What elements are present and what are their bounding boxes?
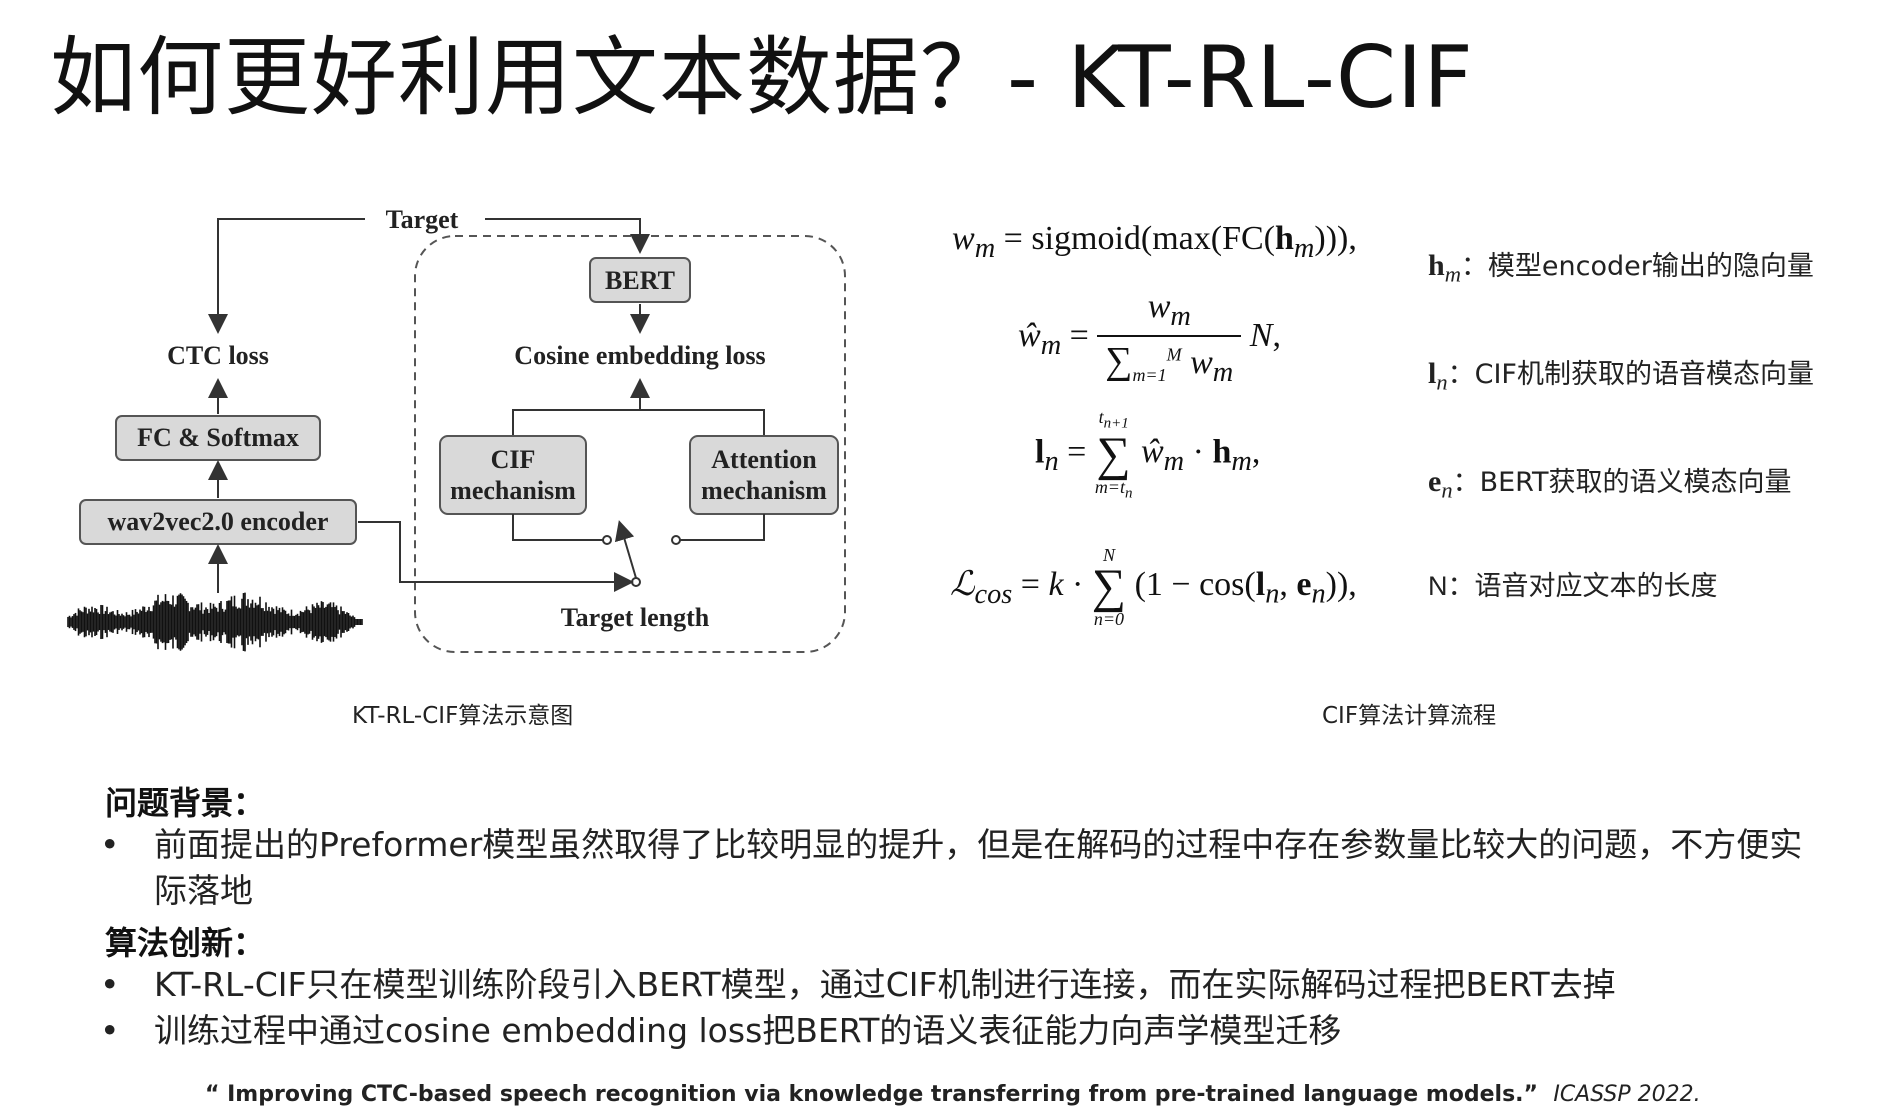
target-length-label: Target length xyxy=(561,603,710,632)
switch-contact-right xyxy=(671,535,681,545)
target-to-bert-arrow xyxy=(485,218,650,254)
audio-waveform xyxy=(67,592,363,652)
background-bullet-1: • 前面提出的Preformer模型虽然取得了比较明显的提升，但是在解码的过程中… xyxy=(100,822,1820,914)
innovation-bullet-2: • 训练过程中通过cosine embedding loss把BERT的语义表征… xyxy=(100,1008,1820,1054)
legend-n: N：语音对应文本的长度 xyxy=(1428,571,1718,602)
switch-contact-left xyxy=(602,535,612,545)
formula-cosine-loss: ℒcos = k · N ∑ n=0 (1 − cos(ln, en)), xyxy=(950,545,1357,629)
attention-switch-line xyxy=(680,514,765,541)
cif-switch-line xyxy=(512,514,603,541)
ctc-loss-label: CTC loss xyxy=(167,341,269,370)
cosine-loss-label: Cosine embedding loss xyxy=(514,341,765,370)
paper-reference: “ Improving CTC-based speech recognition… xyxy=(205,1082,1701,1107)
attention-label-2: mechanism xyxy=(701,476,827,505)
target-label: Target xyxy=(386,205,459,234)
cif-label-1: CIF xyxy=(491,445,536,474)
kt-rl-cif-diagram: Target BERT Cosine embedding loss CIF me… xyxy=(67,205,846,653)
bert-label: BERT xyxy=(605,266,675,295)
cif-label-2: mechanism xyxy=(450,476,576,505)
fc-softmax-label: FC & Softmax xyxy=(137,423,299,452)
background-heading: 问题背景： xyxy=(105,784,266,822)
target-to-ctc-arrow xyxy=(208,218,365,334)
formula-integration: ln = tn+1 ∑ m=tn ŵm · hm, xyxy=(1035,407,1261,502)
attention-label-1: Attention xyxy=(711,445,817,474)
bullet-dot: • xyxy=(100,825,120,864)
cif-att-merge-line xyxy=(512,409,765,436)
legend-l: ln：CIF机制获取的语音模态向量 xyxy=(1428,357,1814,395)
innovation-heading: 算法创新： xyxy=(105,924,266,962)
switch-lever xyxy=(614,520,637,579)
encoder-label: wav2vec2.0 encoder xyxy=(108,507,329,536)
formula-weight: wm = sigmoid(max(FC(hm))), xyxy=(952,220,1357,264)
switch-pivot xyxy=(631,577,641,587)
bullet-dot: • xyxy=(100,1011,120,1050)
legend-h: hm：模型encoder输出的隐向量 xyxy=(1428,249,1814,287)
legend-e: en：BERT获取的语义模态向量 xyxy=(1428,465,1792,503)
formula-caption: CIF算法计算流程 xyxy=(1322,703,1497,729)
bert-box xyxy=(589,257,691,303)
encoder-to-switch-arrow xyxy=(358,521,634,592)
innovation-bullet-1: • KT-RL-CIF只在模型训练阶段引入BERT模型，通过CIF机制进行连接，… xyxy=(100,962,1820,1008)
diagram-caption: KT-RL-CIF算法示意图 xyxy=(352,703,574,729)
slide-title: 如何更好利用文本数据？- KT-RL-CIF xyxy=(50,28,1474,128)
bullet-dot: • xyxy=(100,965,120,1004)
formula-normalized-weight: ŵm = wm ∑m=1M wm N, xyxy=(1018,288,1281,388)
